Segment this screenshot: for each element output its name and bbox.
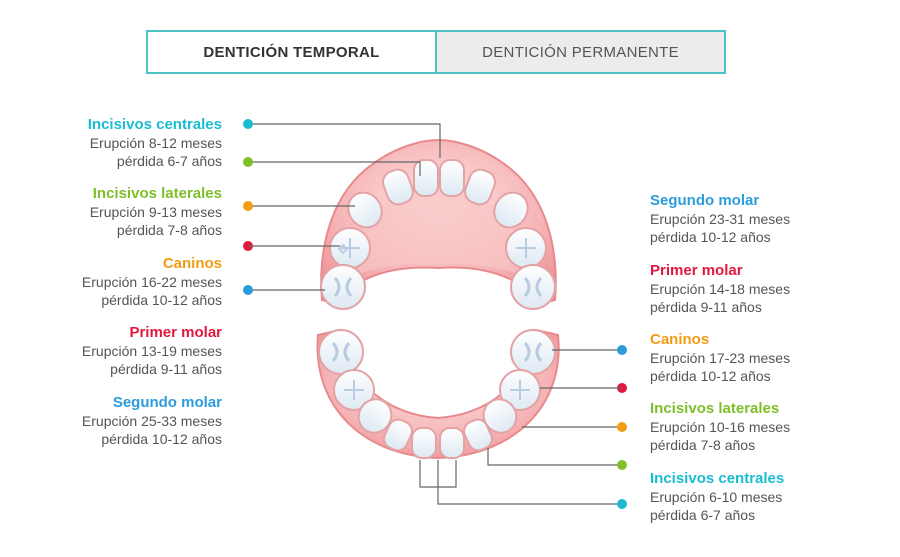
- label-perdida: pérdida 9-11 años: [650, 299, 762, 315]
- label-right-incisivos-laterales: Incisivos laterales Erupción 10-16 meses…: [650, 400, 790, 454]
- label-erupcion: Erupción 14-18 meses: [650, 281, 791, 297]
- label-perdida: pérdida 7-8 años: [116, 222, 222, 238]
- label-title: Incisivos laterales: [650, 400, 780, 417]
- label-erupcion: Erupción 10-16 meses: [650, 419, 791, 435]
- label-perdida: pérdida 6-7 años: [650, 507, 756, 523]
- label-left-incisivos-laterales: Incisivos laterales Erupción 9-13 meses …: [90, 185, 222, 239]
- lower-second-molar-right: [510, 329, 556, 375]
- label-title: Incisivos centrales: [650, 470, 785, 487]
- upper-palate: [345, 185, 532, 280]
- label-perdida: pérdida 10-12 años: [101, 292, 222, 308]
- upper-second-molar-right: [510, 264, 556, 310]
- label-erupcion: Erupción 16-22 meses: [81, 274, 222, 290]
- label-right-incisivos-centrales: Incisivos centrales Erupción 6-10 meses …: [650, 470, 784, 524]
- label-perdida: pérdida 6-7 años: [116, 153, 222, 169]
- upper-central-incisor-right: [439, 159, 465, 197]
- dot-right-incisivos-centrales: [617, 499, 627, 509]
- label-title: Segundo molar: [112, 394, 222, 411]
- dentition-tabs: DENTICIÓN TEMPORAL DENTICIÓN PERMANENTE: [146, 30, 726, 74]
- label-right-caninos: Caninos Erupción 17-23 meses pérdida 10-…: [650, 331, 790, 385]
- dot-left-incisivos-centrales: [243, 119, 253, 129]
- upper-lateral-incisor-right: [464, 168, 496, 206]
- upper-canine-right: [493, 191, 529, 229]
- label-title: Caninos: [162, 255, 222, 272]
- dot-right-caninos: [617, 422, 627, 432]
- label-title: Segundo molar: [650, 192, 760, 209]
- dot-right-incisivos-laterales: [617, 460, 627, 470]
- label-erupcion: Erupción 6-10 meses: [650, 489, 783, 505]
- label-title: Primer molar: [650, 262, 743, 279]
- upper-canine-left: [347, 191, 383, 229]
- label-title: Caninos: [650, 331, 710, 348]
- lower-teeth: [318, 329, 556, 459]
- tab-denticion-temporal[interactable]: DENTICIÓN TEMPORAL: [148, 32, 435, 72]
- dot-left-caninos: [243, 201, 253, 211]
- dot-left-incisivos-laterales: [243, 157, 253, 167]
- label-perdida: pérdida 9-11 años: [110, 361, 222, 377]
- label-right-segundo-molar: Segundo molar Erupción 23-31 meses pérdi…: [650, 192, 790, 246]
- label-erupcion: Erupción 17-23 meses: [650, 350, 791, 366]
- label-title: Incisivos centrales: [87, 116, 222, 133]
- lower-lateral-incisor-left: [383, 418, 413, 452]
- tab-denticion-permanente[interactable]: DENTICIÓN PERMANENTE: [435, 32, 724, 72]
- lower-canine-left: [357, 398, 393, 434]
- label-erupcion: Erupción 9-13 meses: [89, 204, 222, 220]
- label-erupcion: Erupción 25-33 meses: [81, 413, 222, 429]
- label-left-caninos: Caninos Erupción 16-22 meses pérdida 10-…: [82, 255, 222, 309]
- dot-left-segundo-molar: [243, 285, 253, 295]
- label-erupcion: Erupción 13-19 meses: [81, 343, 222, 359]
- right-leader-lines: [419, 349, 622, 505]
- label-perdida: pérdida 10-12 años: [650, 368, 771, 384]
- label-left-segundo-molar: Segundo molar Erupción 25-33 meses pérdi…: [82, 394, 222, 448]
- label-erupcion: Erupción 8-12 meses: [89, 135, 222, 151]
- upper-second-molar-left: [320, 264, 366, 310]
- label-title: Incisivos laterales: [92, 185, 222, 202]
- label-left-primer-molar: Primer molar Erupción 13-19 meses pérdid…: [82, 324, 222, 378]
- lower-lateral-incisor-right: [463, 418, 493, 452]
- label-perdida: pérdida 10-12 años: [650, 229, 771, 245]
- dot-right-segundo-molar: [617, 345, 627, 355]
- lower-central-incisor-right: [439, 427, 465, 459]
- label-title: Primer molar: [129, 324, 222, 341]
- lower-second-molar-left: [318, 329, 364, 375]
- label-erupcion: Erupción 23-31 meses: [650, 211, 791, 227]
- label-perdida: pérdida 7-8 años: [650, 437, 756, 453]
- upper-central-incisor-left: [413, 159, 439, 197]
- label-right-primer-molar: Primer molar Erupción 14-18 meses pérdid…: [650, 262, 790, 316]
- left-leader-lines: [248, 123, 441, 291]
- upper-lateral-incisor-left: [382, 168, 414, 206]
- label-left-incisivos-centrales: Incisivos centrales Erupción 8-12 meses …: [88, 116, 222, 170]
- label-perdida: pérdida 10-12 años: [101, 431, 222, 447]
- lower-central-incisor-left: [411, 427, 437, 459]
